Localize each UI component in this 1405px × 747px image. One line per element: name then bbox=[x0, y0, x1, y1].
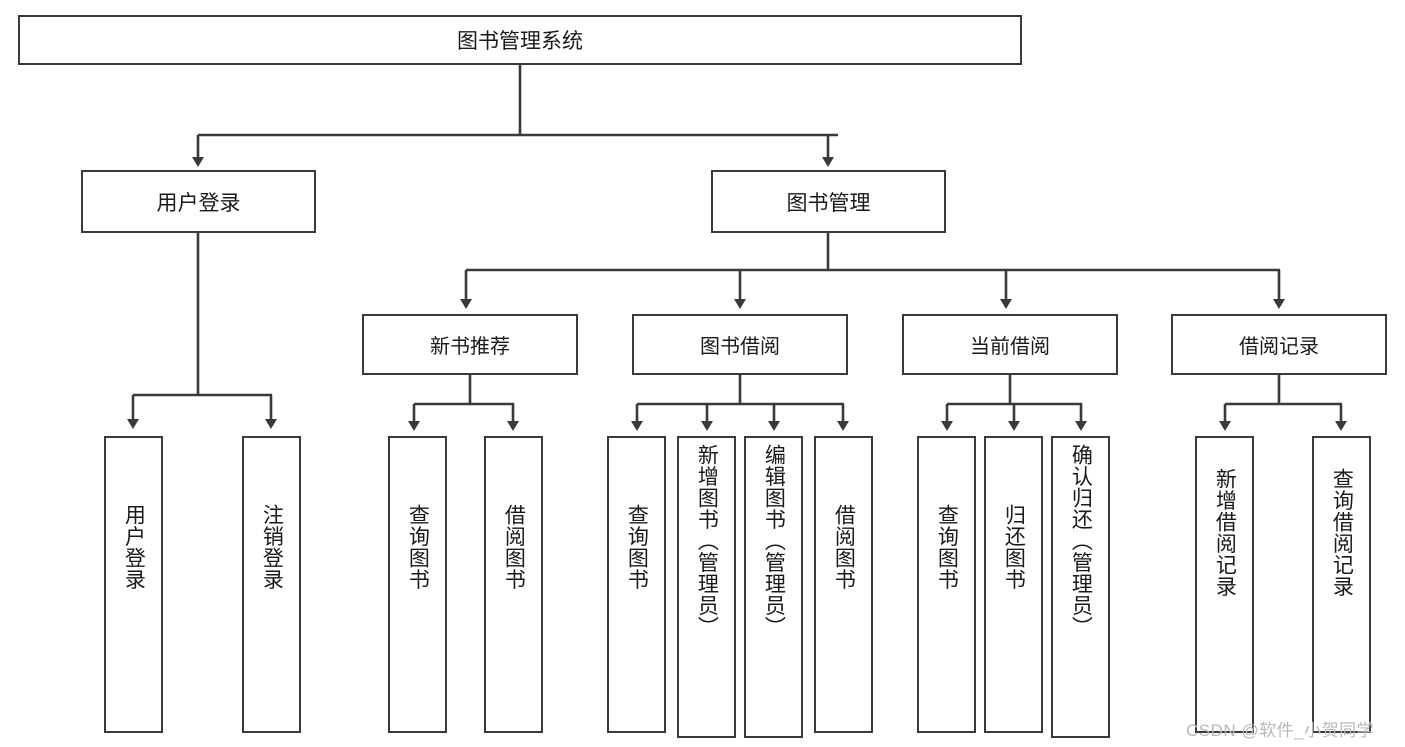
watermark: CSDN @软件_小贺同学 bbox=[1186, 721, 1375, 740]
leaf-query-borrow-record-label: 查询借阅记录 bbox=[1330, 468, 1354, 597]
leaf-query-book-current-label: 查询图书 bbox=[935, 504, 959, 590]
leaf-user-login-label: 用户登录 bbox=[122, 504, 146, 590]
leaf-return-book[interactable]: 归还图书 bbox=[984, 436, 1043, 733]
leaf-add-borrow-record[interactable]: 新增借阅记录 bbox=[1195, 436, 1254, 733]
leaf-confirm-return-admin[interactable]: 确认归还（管理员） bbox=[1051, 436, 1110, 738]
leaf-return-book-label: 归还图书 bbox=[1002, 504, 1026, 590]
node-book-management[interactable]: 图书管理 bbox=[711, 170, 946, 233]
node-book-management-label: 图书管理 bbox=[786, 191, 871, 215]
node-user-login[interactable]: 用户登录 bbox=[81, 170, 316, 233]
leaf-add-borrow-record-label: 新增借阅记录 bbox=[1213, 468, 1237, 597]
node-current-borrow[interactable]: 当前借阅 bbox=[902, 314, 1118, 375]
leaf-logout[interactable]: 注销登录 bbox=[242, 436, 301, 733]
leaf-borrow-book-borrow[interactable]: 借阅图书 bbox=[814, 436, 873, 733]
node-new-book-recommend[interactable]: 新书推荐 bbox=[362, 314, 578, 375]
leaf-user-login[interactable]: 用户登录 bbox=[104, 436, 163, 733]
leaf-borrow-book-recommend-label: 借阅图书 bbox=[502, 504, 526, 590]
leaf-query-book-recommend-label: 查询图书 bbox=[406, 504, 430, 590]
node-current-borrow-label: 当前借阅 bbox=[970, 336, 1050, 358]
node-root[interactable]: 图书管理系统 bbox=[18, 15, 1022, 65]
node-book-borrow[interactable]: 图书借阅 bbox=[632, 314, 848, 375]
node-root-label: 图书管理系统 bbox=[457, 30, 583, 53]
leaf-edit-book-admin-label: 编辑图书（管理员） bbox=[762, 444, 786, 638]
leaf-add-book-admin[interactable]: 新增图书（管理员） bbox=[677, 436, 736, 738]
node-book-borrow-label: 图书借阅 bbox=[700, 336, 780, 358]
leaf-edit-book-admin[interactable]: 编辑图书（管理员） bbox=[744, 436, 803, 738]
node-borrow-record-label: 借阅记录 bbox=[1239, 336, 1319, 358]
leaf-query-book-borrow-label: 查询图书 bbox=[625, 504, 649, 590]
leaf-query-book-borrow[interactable]: 查询图书 bbox=[607, 436, 666, 733]
node-borrow-record[interactable]: 借阅记录 bbox=[1171, 314, 1387, 375]
leaf-add-book-admin-label: 新增图书（管理员） bbox=[695, 444, 719, 638]
leaf-borrow-book-recommend[interactable]: 借阅图书 bbox=[484, 436, 543, 733]
leaf-borrow-book-borrow-label: 借阅图书 bbox=[832, 504, 856, 590]
leaf-logout-label: 注销登录 bbox=[260, 504, 284, 590]
leaf-confirm-return-admin-label: 确认归还（管理员） bbox=[1069, 444, 1093, 638]
leaf-query-book-current[interactable]: 查询图书 bbox=[917, 436, 976, 733]
node-user-login-label: 用户登录 bbox=[156, 191, 241, 215]
leaf-query-borrow-record[interactable]: 查询借阅记录 bbox=[1312, 436, 1371, 733]
leaf-query-book-recommend[interactable]: 查询图书 bbox=[388, 436, 447, 733]
node-new-book-recommend-label: 新书推荐 bbox=[430, 336, 510, 358]
